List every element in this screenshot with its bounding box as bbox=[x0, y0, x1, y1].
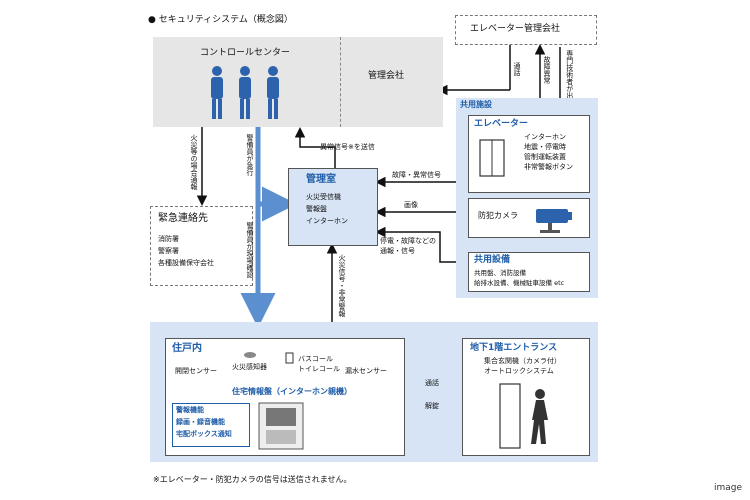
panel-features-box bbox=[172, 403, 250, 447]
management-room-item-1: 警報盤 bbox=[306, 205, 327, 213]
fire-sensor-label: 火災感知器 bbox=[232, 363, 267, 371]
entrance-door-person-icon bbox=[499, 383, 548, 449]
outage-signal-label-2: 通報・信号 bbox=[380, 247, 415, 255]
management-company-label: 管理会社 bbox=[368, 71, 405, 81]
elevator-company-label: エレベーター管理会社 bbox=[470, 24, 561, 34]
unlock-label: 解錠 bbox=[425, 402, 439, 410]
guard-confirm-label: 警備員が現場確認 bbox=[246, 222, 254, 278]
elevator-item-0: インターホン bbox=[524, 133, 566, 141]
shared-equipment-box bbox=[468, 252, 590, 292]
video-label: 画像 bbox=[404, 201, 418, 209]
panel-title: 住宅情報盤（インターホン親機） bbox=[232, 387, 352, 396]
control-center-label: コントロールセンター bbox=[200, 48, 291, 58]
entrance-item-1: オートロックシステム bbox=[484, 367, 554, 375]
outage-signal-label-1: 停電・故障などの bbox=[380, 237, 436, 245]
dispatch-label: 専門技術者が出動・対応 bbox=[565, 50, 574, 127]
elevator-item-1: 地震・停電時 bbox=[524, 143, 566, 151]
management-room-item-0: 火災受信機 bbox=[306, 193, 341, 201]
call-button-icon bbox=[285, 352, 294, 364]
management-room-box bbox=[288, 168, 378, 246]
entrance-item-0: 集合玄関機（カメラ付） bbox=[484, 357, 561, 365]
divider bbox=[340, 37, 341, 127]
shared-equipment-title: 共用設備 bbox=[474, 255, 511, 265]
dwelling-title: 住戸内 bbox=[172, 343, 202, 354]
shared-equipment-item-1: 給排水設備、機械駐車設備 etc bbox=[474, 279, 565, 287]
call-label: 通話 bbox=[425, 379, 439, 387]
emergency-box bbox=[150, 206, 253, 286]
arrow-guard-rush bbox=[255, 127, 297, 222]
entrance-title: 地下1階エントランス bbox=[470, 343, 558, 353]
management-room-item-2: インターホン bbox=[306, 217, 348, 225]
report-label: 通話 bbox=[513, 62, 521, 76]
emergency-item-1: 警察署 bbox=[158, 247, 179, 255]
fire-notify-label: 火災等の場合通報 bbox=[190, 134, 198, 190]
arrow-outage-signal bbox=[375, 226, 468, 263]
footnote: ※エレベーター・防犯カメラの信号は送信されません。 bbox=[153, 475, 352, 484]
panel-feature-0: 警報機能 bbox=[176, 406, 204, 414]
shared-equipment-item-0: 共用盤、消防設備 bbox=[474, 269, 526, 277]
elevator-door-icon bbox=[479, 139, 505, 177]
toilet-call-label: トイレコール bbox=[298, 365, 340, 373]
management-room-title: 管理室 bbox=[306, 174, 336, 185]
open-sensor-label: 開閉センサー bbox=[175, 367, 217, 375]
abnormal-signal-label: 異常信号※を送信 bbox=[320, 143, 375, 151]
panel-feature-1: 録画・録音機能 bbox=[176, 418, 225, 426]
guard-rush-label: 警備員が急行 bbox=[246, 134, 254, 176]
panel-feature-2: 宅配ボックス通知 bbox=[176, 430, 232, 438]
control-center-box bbox=[153, 37, 443, 127]
fire-sensor-icon bbox=[244, 352, 256, 358]
elevator-item-2: 管制運転装置 bbox=[524, 153, 566, 161]
shared-facilities-label: 共用施設 bbox=[460, 100, 492, 109]
camera-label: 防犯カメラ bbox=[478, 211, 518, 220]
bath-call-label: バスコール bbox=[298, 355, 333, 363]
elevator-item-3: 非常警報ボタン bbox=[524, 163, 573, 171]
arrow-abnormal-signal bbox=[294, 127, 336, 168]
fault-signal-label: 故障・異常信号 bbox=[392, 171, 441, 179]
leak-sensor-label: 漏水センサー bbox=[345, 367, 387, 375]
diagram-title: ● セキュリティシステム（概念図） bbox=[148, 15, 293, 25]
watermark: image bbox=[714, 483, 743, 493]
emergency-item-2: 各種設備保守会社 bbox=[158, 259, 214, 267]
emergency-title: 緊急連絡先 bbox=[158, 213, 208, 224]
fire-emergency-label: 火災信号・非常警報 bbox=[338, 254, 346, 317]
fault-abnormal-label: 故障異常 bbox=[543, 56, 551, 84]
elevator-title: エレベーター bbox=[474, 119, 529, 129]
entrance-box bbox=[462, 338, 590, 456]
guards-icon bbox=[211, 66, 279, 119]
elevator-box bbox=[468, 115, 590, 193]
intercom-panel-icon bbox=[258, 402, 304, 450]
elevator-company-box bbox=[455, 15, 597, 45]
emergency-item-0: 消防署 bbox=[158, 235, 179, 243]
camera-icon bbox=[536, 209, 572, 233]
